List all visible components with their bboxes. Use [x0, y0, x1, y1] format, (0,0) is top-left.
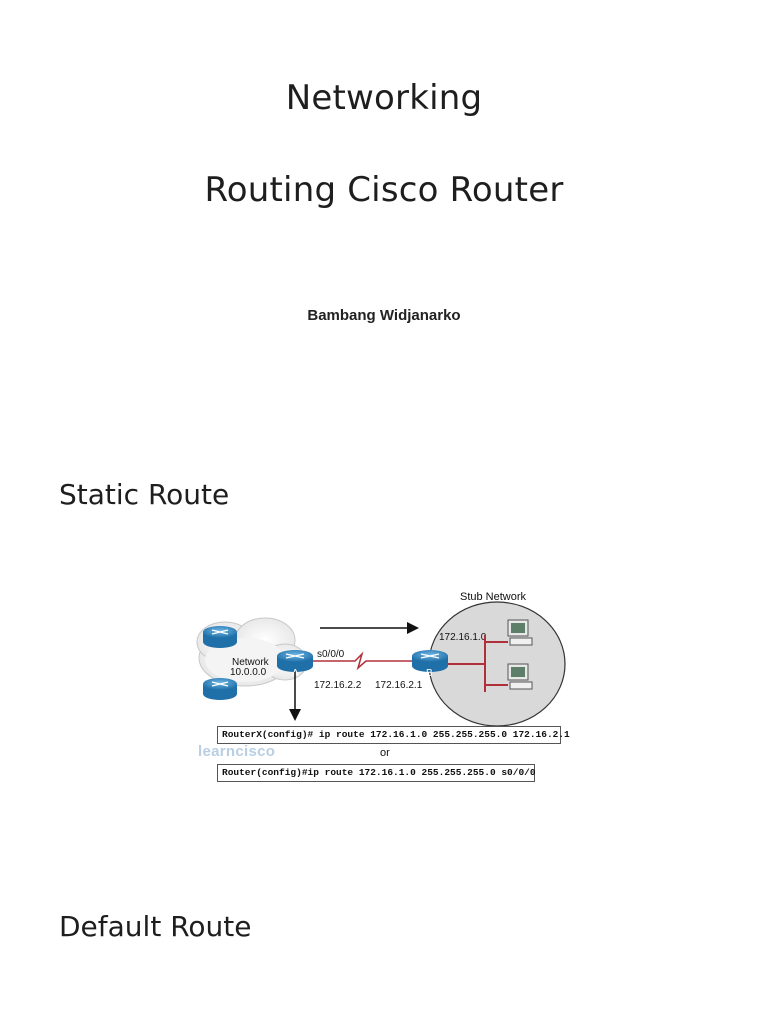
author-name: Bambang Widjanarko [307, 307, 461, 324]
computer-icon [507, 663, 533, 690]
router-b-icon [412, 650, 448, 672]
cloud-network-label: Network [232, 657, 270, 668]
router-icon [203, 626, 237, 648]
network-topology-figure: Stub Network 172.16.1.0 Network 10.0.0.0 [196, 591, 566, 727]
slide-subtitle: Routing Cisco Router [204, 170, 564, 210]
section-heading-default-route: Default Route [59, 910, 252, 943]
or-label: or [380, 747, 390, 759]
router-b-label: B [426, 668, 433, 679]
command-box-exit-interface: Router(config)#ip route 172.16.1.0 255.2… [217, 764, 536, 782]
section-heading-static-route: Static Route [59, 478, 230, 511]
router-a-icon [277, 650, 313, 672]
command-box-next-hop: RouterX(config)# ip route 172.16.1.0 255… [217, 726, 570, 744]
stub-network-address: 172.16.1.0 [439, 632, 487, 643]
static-route-diagram: Stub Network 172.16.1.0 Network 10.0.0.0 [190, 580, 580, 785]
serial-link [313, 651, 412, 671]
slide-title: Networking [285, 78, 483, 118]
router-icon [203, 678, 237, 700]
ip-address-b: 172.16.2.1 [375, 680, 423, 691]
ip-address-a: 172.16.2.2 [314, 680, 362, 691]
computer-icon [507, 619, 533, 646]
stub-network-label: Stub Network [460, 591, 527, 603]
interface-label: s0/0/0 [317, 649, 345, 660]
cloud-network-address: 10.0.0.0 [230, 667, 267, 678]
learncisco-watermark: learncisco [198, 743, 276, 760]
